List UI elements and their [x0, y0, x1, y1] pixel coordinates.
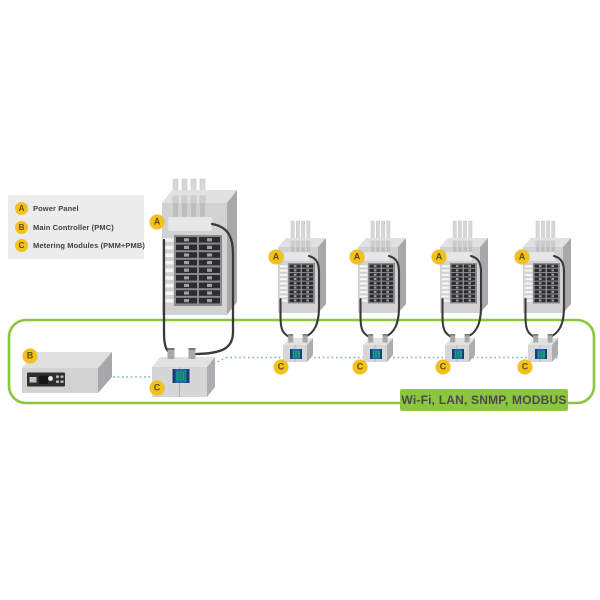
main-power-panel	[162, 178, 237, 356]
badge-c-main-module: C	[149, 380, 165, 396]
badge-a-panel-4: A	[514, 249, 530, 265]
badge-a-panel-1: A	[268, 249, 284, 265]
badge-a-panel-2: A	[349, 249, 365, 265]
legend-item-power-panel: A Power Panel	[15, 202, 144, 216]
badge-c-module-3: C	[435, 359, 451, 375]
power-panel-column-4	[521, 219, 573, 364]
power-panel-column-1	[276, 219, 328, 364]
legend-badge-a: A	[15, 202, 28, 216]
badge-c-module-1: C	[273, 359, 289, 375]
legend-badge-b: B	[15, 220, 28, 234]
network-protocols-badge: Wi-Fi, LAN, SNMP, MODBUS	[400, 389, 568, 411]
badge-b-controller: B	[22, 348, 38, 364]
legend: A Power Panel B Main Controller (PMC) C …	[8, 195, 145, 259]
badge-a-main-panel: A	[149, 214, 165, 230]
power-panel-column-2	[356, 219, 408, 364]
power-panel-column-3	[438, 219, 490, 364]
main-controller-device	[22, 352, 112, 393]
badge-c-module-2: C	[352, 359, 368, 375]
network-border	[7, 318, 596, 405]
legend-label-power-panel: Power Panel	[33, 204, 79, 214]
badge-c-module-4: C	[517, 359, 533, 375]
legend-label-metering-modules: Metering Modules (PMM+PMB)	[33, 240, 145, 250]
legend-badge-c: C	[15, 238, 28, 252]
legend-item-main-controller: B Main Controller (PMC)	[15, 220, 144, 234]
legend-item-metering-modules: C Metering Modules (PMM+PMB)	[15, 238, 145, 252]
main-metering-module	[152, 348, 215, 397]
legend-label-main-controller: Main Controller (PMC)	[33, 222, 114, 232]
network-dotted-line	[100, 356, 560, 378]
badge-a-panel-3: A	[431, 249, 447, 265]
